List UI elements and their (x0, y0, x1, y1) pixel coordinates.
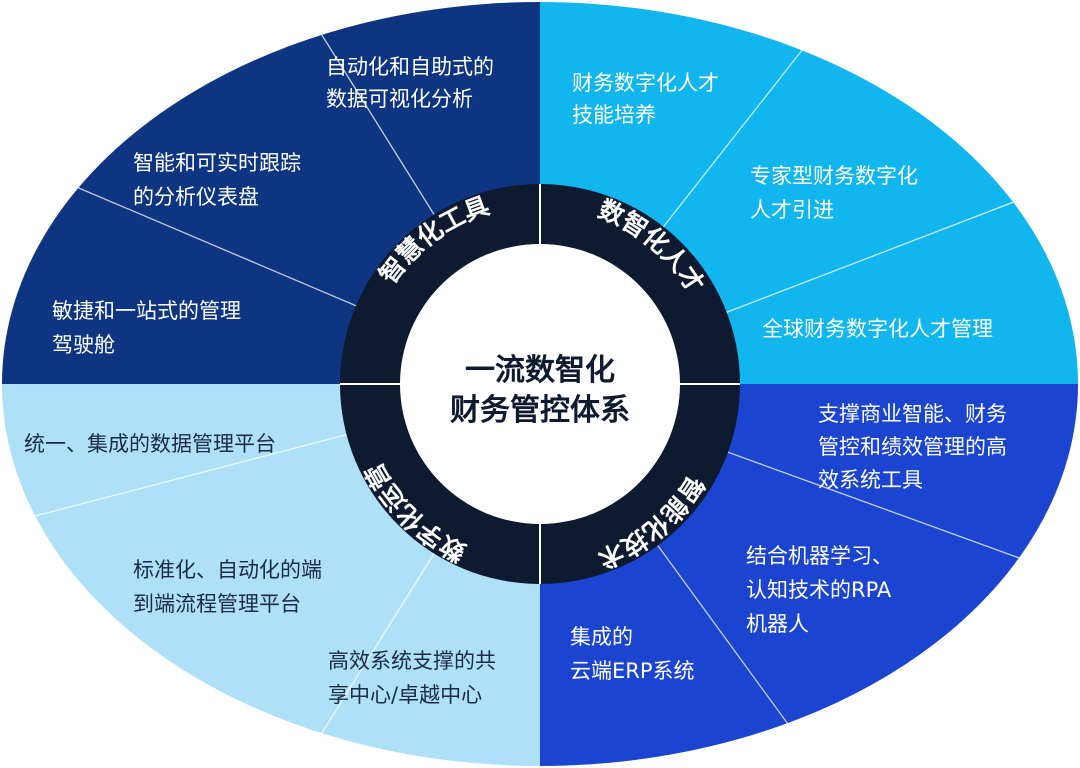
segment-texts-smart-tools: 自动化和自助式的 数据可视化分析 智能和可实时跟踪 的分析仪表盘 敏捷和一站式的… (52, 55, 501, 357)
ring-gaps (340, 184, 740, 584)
center-title-line2: 财务管控体系 (450, 393, 630, 428)
item-management-cockpit: 敏捷和一站式的管理 驾驶舱 (52, 299, 248, 357)
item-global-talent-management: 全球财务数字化人才管理 (762, 317, 993, 341)
item-expert-recruitment: 专家型财务数字化 人才引进 (750, 164, 925, 222)
center-circle (400, 244, 680, 524)
segment-texts-digital-talent: 财务数字化人才 技能培养 专家型财务数字化 人才引进 全球财务数字化人才管理 (572, 71, 993, 341)
item-e2e-process-platform: 标准化、自动化的端 到端流程管理平台 (133, 558, 329, 616)
item-talent-training: 财务数字化人才 技能培养 (572, 71, 726, 127)
segment-texts-intelligent-tech: 支撑商业智能、财务 管控和绩效管理的高 效系统工具 结合机器学习、 认知技术的R… (570, 402, 1014, 683)
item-bi-system-tools: 支撑商业智能、财务 管控和绩效管理的高 效系统工具 (818, 402, 1014, 492)
item-cloud-erp: 集成的 云端ERP系统 (570, 625, 695, 683)
item-rpa-robot: 结合机器学习、 认知技术的RPA 机器人 (746, 544, 900, 636)
center-title-line1: 一流数智化 (465, 353, 615, 388)
item-shared-service-center: 高效系统支撑的共 享中心/卓越中心 (328, 649, 503, 707)
segment-texts-digital-operations: 统一、集成的数据管理平台 标准化、自动化的端 到端流程管理平台 高效系统支撑的共… (24, 432, 503, 707)
item-data-management-platform: 统一、集成的数据管理平台 (24, 432, 276, 456)
item-auto-visual-analysis: 自动化和自助式的 数据可视化分析 (326, 55, 501, 111)
item-realtime-dashboard: 智能和可实时跟踪 的分析仪表盘 (133, 151, 308, 209)
